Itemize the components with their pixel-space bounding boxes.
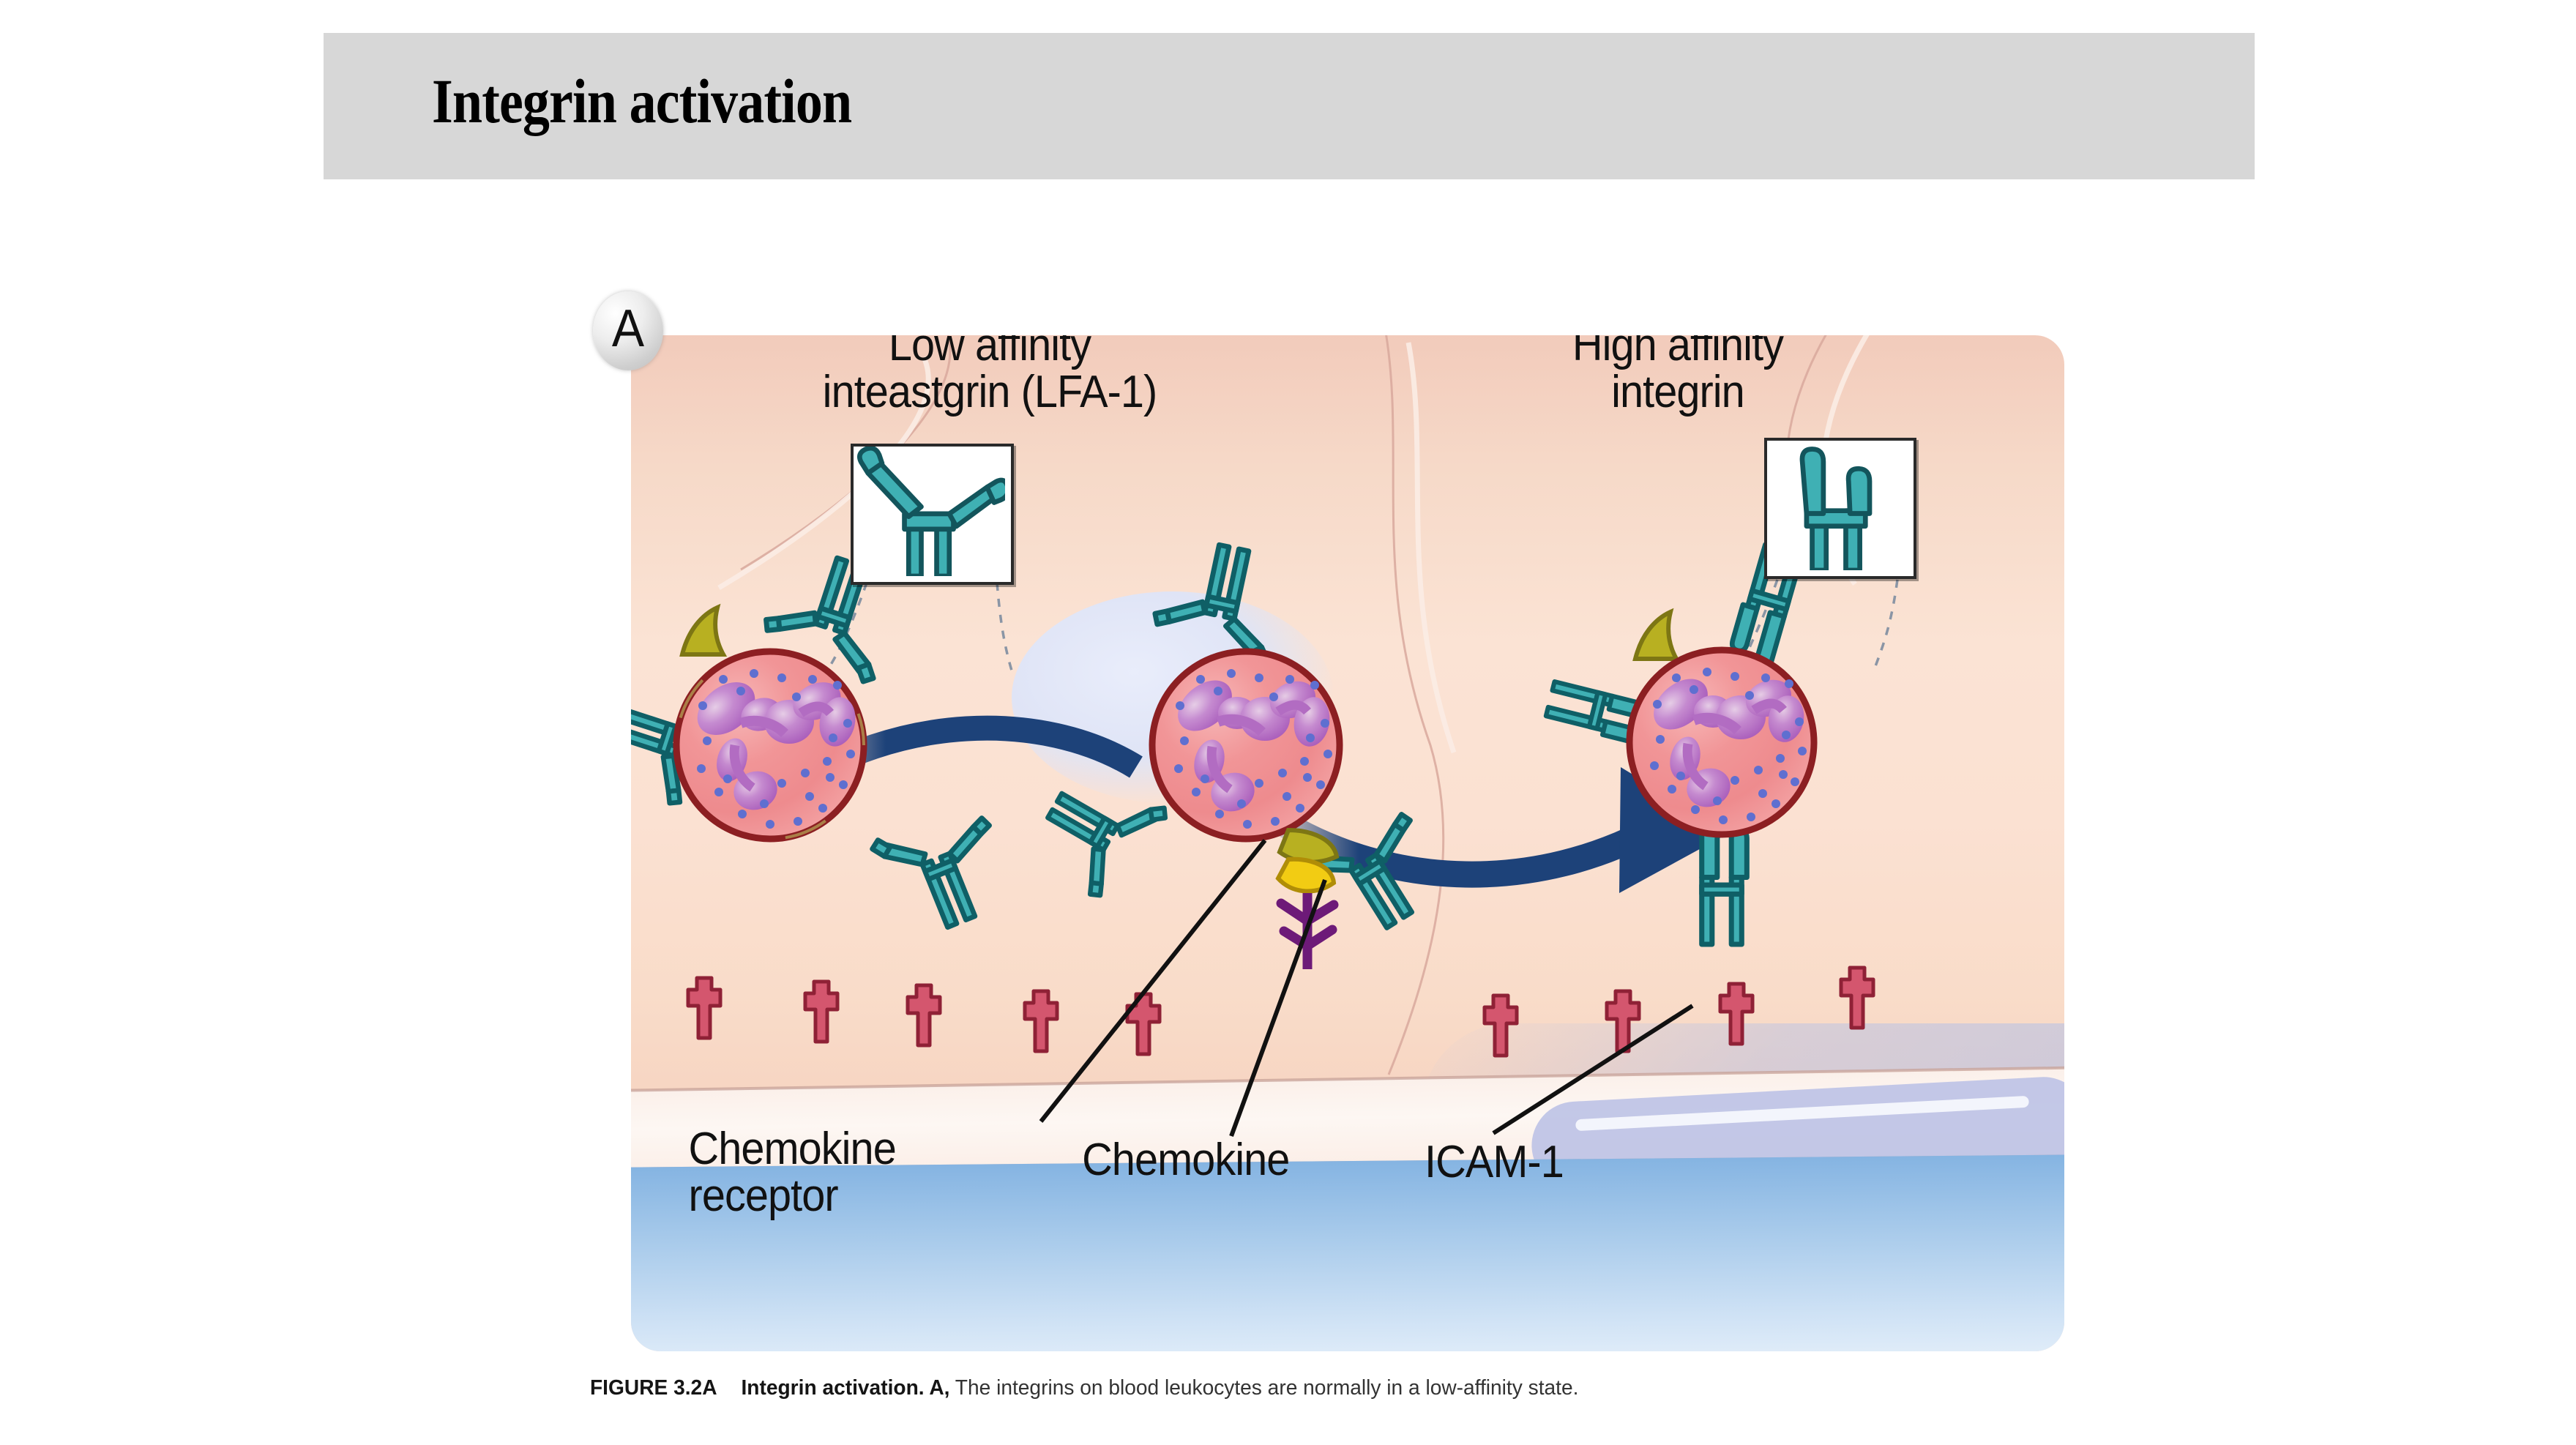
nucleus-left: [697, 682, 856, 810]
panel-letter-badge: A: [593, 291, 663, 370]
low-affinity-integrin-icon: [856, 447, 1005, 576]
chemokine-molecule: [1275, 856, 1337, 894]
chemokine-receptor-left: [679, 603, 728, 657]
figure-container: Low affinity inteastgrin (LFA-1) High af…: [593, 291, 2064, 1351]
high-affinity-integrin-icon: [1799, 447, 1873, 570]
nucleus-middle: [1178, 680, 1330, 812]
label-high-affinity-integrin: High affinity integrin: [1572, 335, 1784, 417]
label-low-affinity-integrin: Low affinity inteastgrin (LFA-1): [822, 335, 1158, 417]
granules-left: [697, 669, 855, 829]
leukocyte-right: [1545, 543, 1818, 944]
caption-bold-title: Integrin activation. A,: [741, 1376, 950, 1400]
leukocyte-left: [631, 543, 1019, 943]
granules-middle: [1174, 669, 1332, 829]
granules-right: [1650, 668, 1807, 824]
leukocyte-middle: [1025, 535, 1452, 969]
label-icam1: ICAM-1: [1425, 1137, 1564, 1187]
figure-panel: Low affinity inteastgrin (LFA-1) High af…: [631, 335, 2064, 1351]
page-title: Integrin activation: [432, 66, 852, 136]
label-chemokine: Chemokine: [1082, 1135, 1290, 1185]
nucleus-right: [1654, 679, 1804, 807]
caption-body: The integrins on blood leukocytes are no…: [955, 1376, 1579, 1400]
label-leader-lines: [1039, 839, 1694, 1138]
proteoglycan: [1276, 898, 1339, 951]
chemokine-receptor-complex: [1275, 827, 1340, 969]
label-chemokine-receptor: Chemokine receptor: [688, 1124, 897, 1221]
title-band: [324, 33, 2255, 179]
panel-letter-text: A: [611, 299, 645, 358]
icam1-molecules: [686, 966, 1875, 1058]
figure-caption: FIGURE 3.2A Integrin activation. A, The i…: [590, 1376, 2031, 1400]
low-affinity-integrin-inset: [851, 444, 1014, 585]
caption-figure-number: FIGURE 3.2A: [590, 1376, 717, 1400]
high-affinity-integrin-inset: [1764, 438, 1916, 579]
chemokine-receptor-right: [1632, 608, 1681, 661]
